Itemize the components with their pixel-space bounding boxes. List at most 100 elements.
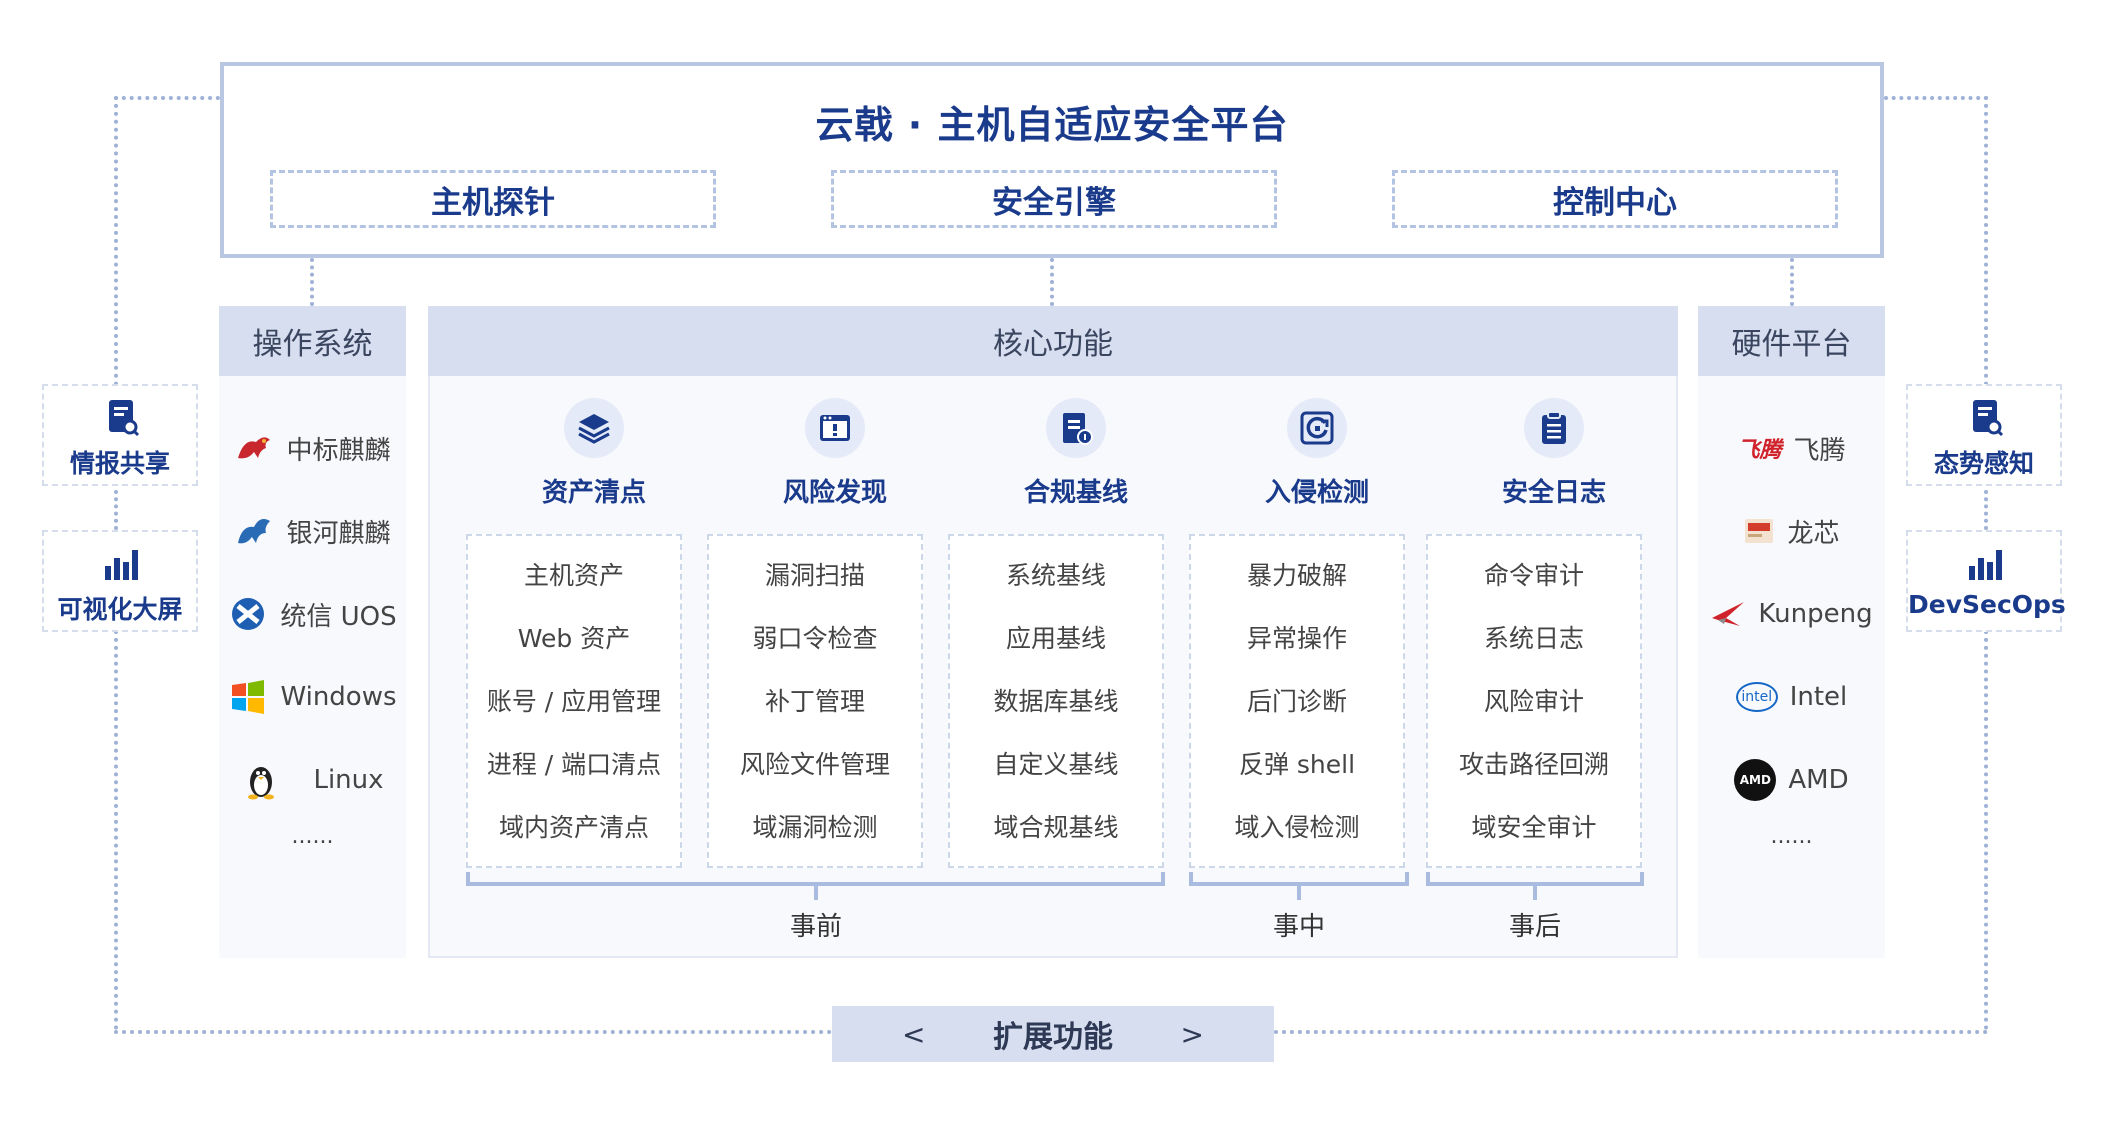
category-risk[interactable]: 风险发现 [715,376,955,516]
category-asset[interactable]: 资产清点 [474,376,714,516]
hardware-item[interactable]: intel Intel [1698,669,1885,725]
hardware-item[interactable]: Kunpeng [1698,586,1885,642]
platform-panel: 云戟 · 主机自适应安全平台 主机探针 安全引擎 控制中心 [220,62,1884,258]
list-item[interactable]: 域合规基线 [993,813,1119,842]
widget-label: DevSecOps [1908,590,2066,619]
list-item[interactable]: 反弹 shell [1238,750,1356,779]
intel-search-doc-icon [109,400,140,437]
layers-icon [564,398,624,458]
hardware-item[interactable]: 飞腾 飞腾 [1698,420,1885,476]
module-host-probe[interactable]: 主机探针 [270,170,716,228]
list-item[interactable]: 后门诊断 [1246,687,1347,716]
intel-share-widget[interactable]: 情报共享 [42,384,198,486]
hardware-label: Kunpeng [1758,599,1873,629]
list-item[interactable]: 账号 / 应用管理 [486,687,662,716]
asset-items: 主机资产 Web 资产 账号 / 应用管理 进程 / 端口清点 域内资产清点 [466,534,682,868]
category-compliance[interactable]: 合规基线 [956,376,1196,516]
prev-arrow-button[interactable]: < [902,1017,926,1051]
uos-icon [232,598,265,630]
list-item[interactable]: 弱口令检查 [752,624,878,653]
module-control-center[interactable]: 控制中心 [1392,170,1838,228]
list-item[interactable]: 补丁管理 [764,687,865,716]
category-log[interactable]: 安全日志 [1434,376,1674,516]
phase-label-during: 事中 [1272,912,1325,942]
galaxy-kylin-icon [238,519,271,544]
list-item[interactable]: 自定义基线 [993,750,1119,779]
os-label: Windows [280,682,397,712]
hardware-heading: 硬件平台 [1698,306,1885,376]
os-list: 中标麒麟 银河麒麟 统信 UOS Windows Linux ...... [219,376,406,958]
visual-screen-widget[interactable]: 可视化大屏 [42,530,198,632]
os-item[interactable]: 中标麒麟 [219,420,406,476]
category-label: 合规基线 [1023,478,1128,508]
list-item[interactable]: 攻击路径回溯 [1458,750,1609,779]
extension-label: 扩展功能 [993,1020,1113,1055]
situation-doc-icon [1973,400,2004,437]
amd-logo-icon: AMD [1734,759,1777,801]
os-item[interactable]: 银河麒麟 [219,503,406,559]
category-label: 风险发现 [782,478,887,508]
phytium-logo-icon: 飞腾 [1737,438,1782,463]
list-item[interactable]: 风险文件管理 [739,750,890,779]
intrusion-detect-icon [1287,398,1347,458]
list-item[interactable]: 漏洞扫描 [764,561,865,590]
os-label: 银河麒麟 [286,518,391,549]
devsecops-widget[interactable]: DevSecOps [1906,530,2066,632]
situation-awareness-widget[interactable]: 态势感知 [1906,384,2062,486]
list-item[interactable]: 异常操作 [1246,624,1347,653]
widget-label: 可视化大屏 [57,595,183,624]
list-item[interactable]: 域漏洞检测 [752,813,878,842]
os-item[interactable]: Windows [219,669,406,725]
list-item[interactable]: 应用基线 [1005,624,1106,653]
intrusion-items: 暴力破解 异常操作 后门诊断 反弹 shell 域入侵检测 [1189,534,1405,868]
kylin-dragon-icon [238,437,271,459]
phase-bracket-during [1189,872,1409,886]
list-item[interactable]: 进程 / 端口清点 [486,750,662,779]
list-item[interactable]: 命令审计 [1483,561,1584,590]
intel-logo-icon: intel [1735,682,1778,712]
list-item[interactable]: 主机资产 [523,561,624,590]
list-item[interactable]: 域安全审计 [1471,813,1597,842]
os-label: 中标麒麟 [286,435,391,466]
bar-chart-icon [105,550,138,580]
hardware-item[interactable]: 龙芯 [1698,503,1885,559]
list-item[interactable]: 系统日志 [1483,624,1584,653]
bar-chart-icon [1969,550,2002,580]
compliance-items: 系统基线 应用基线 数据库基线 自定义基线 域合规基线 [948,534,1164,868]
os-item[interactable]: Linux [219,752,406,808]
list-item[interactable]: 数据库基线 [993,687,1119,716]
list-item[interactable]: 域入侵检测 [1234,813,1360,842]
windows-icon [232,680,265,714]
phase-label-after: 事后 [1508,912,1561,942]
list-item[interactable]: Web 资产 [517,624,631,653]
hardware-label: Intel [1789,682,1848,712]
hardware-more: ...... [1770,824,1813,849]
os-item[interactable]: 统信 UOS [219,586,406,642]
category-intrusion[interactable]: 入侵检测 [1197,376,1437,516]
linux-penguin-icon [248,767,275,800]
compliance-doc-icon [1046,398,1106,458]
list-item[interactable]: 系统基线 [1005,561,1106,590]
phase-label-before: 事前 [789,912,842,942]
loongson-logo-icon [1745,519,1774,543]
hardware-label: 飞腾 [1793,435,1846,466]
os-label: 统信 UOS [280,601,397,632]
core-panel: 资产清点 风险发现 合规基线 入侵检测 安全日志 主机资产 Web 资产 账号 … [428,376,1678,958]
widget-label: 情报共享 [69,449,170,478]
next-arrow-button[interactable]: > [1180,1017,1204,1051]
extension-bar: < 扩展功能 > [832,1006,1274,1062]
list-item[interactable]: 域内资产清点 [498,813,649,842]
hardware-label: AMD [1788,765,1849,795]
clipboard-log-icon [1524,398,1584,458]
log-items: 命令审计 系统日志 风险审计 攻击路径回溯 域安全审计 [1426,534,1642,868]
widget-label: 态势感知 [1933,449,2034,478]
hardware-item[interactable]: AMD AMD [1698,752,1885,808]
phase-bracket-before [466,872,1165,886]
module-security-engine[interactable]: 安全引擎 [831,170,1277,228]
risk-window-icon [805,398,865,458]
list-item[interactable]: 暴力破解 [1246,561,1347,590]
list-item[interactable]: 风险审计 [1483,687,1584,716]
kunpeng-logo-icon [1712,602,1745,626]
hardware-label: 龙芯 [1787,518,1840,549]
risk-items: 漏洞扫描 弱口令检查 补丁管理 风险文件管理 域漏洞检测 [707,534,923,868]
